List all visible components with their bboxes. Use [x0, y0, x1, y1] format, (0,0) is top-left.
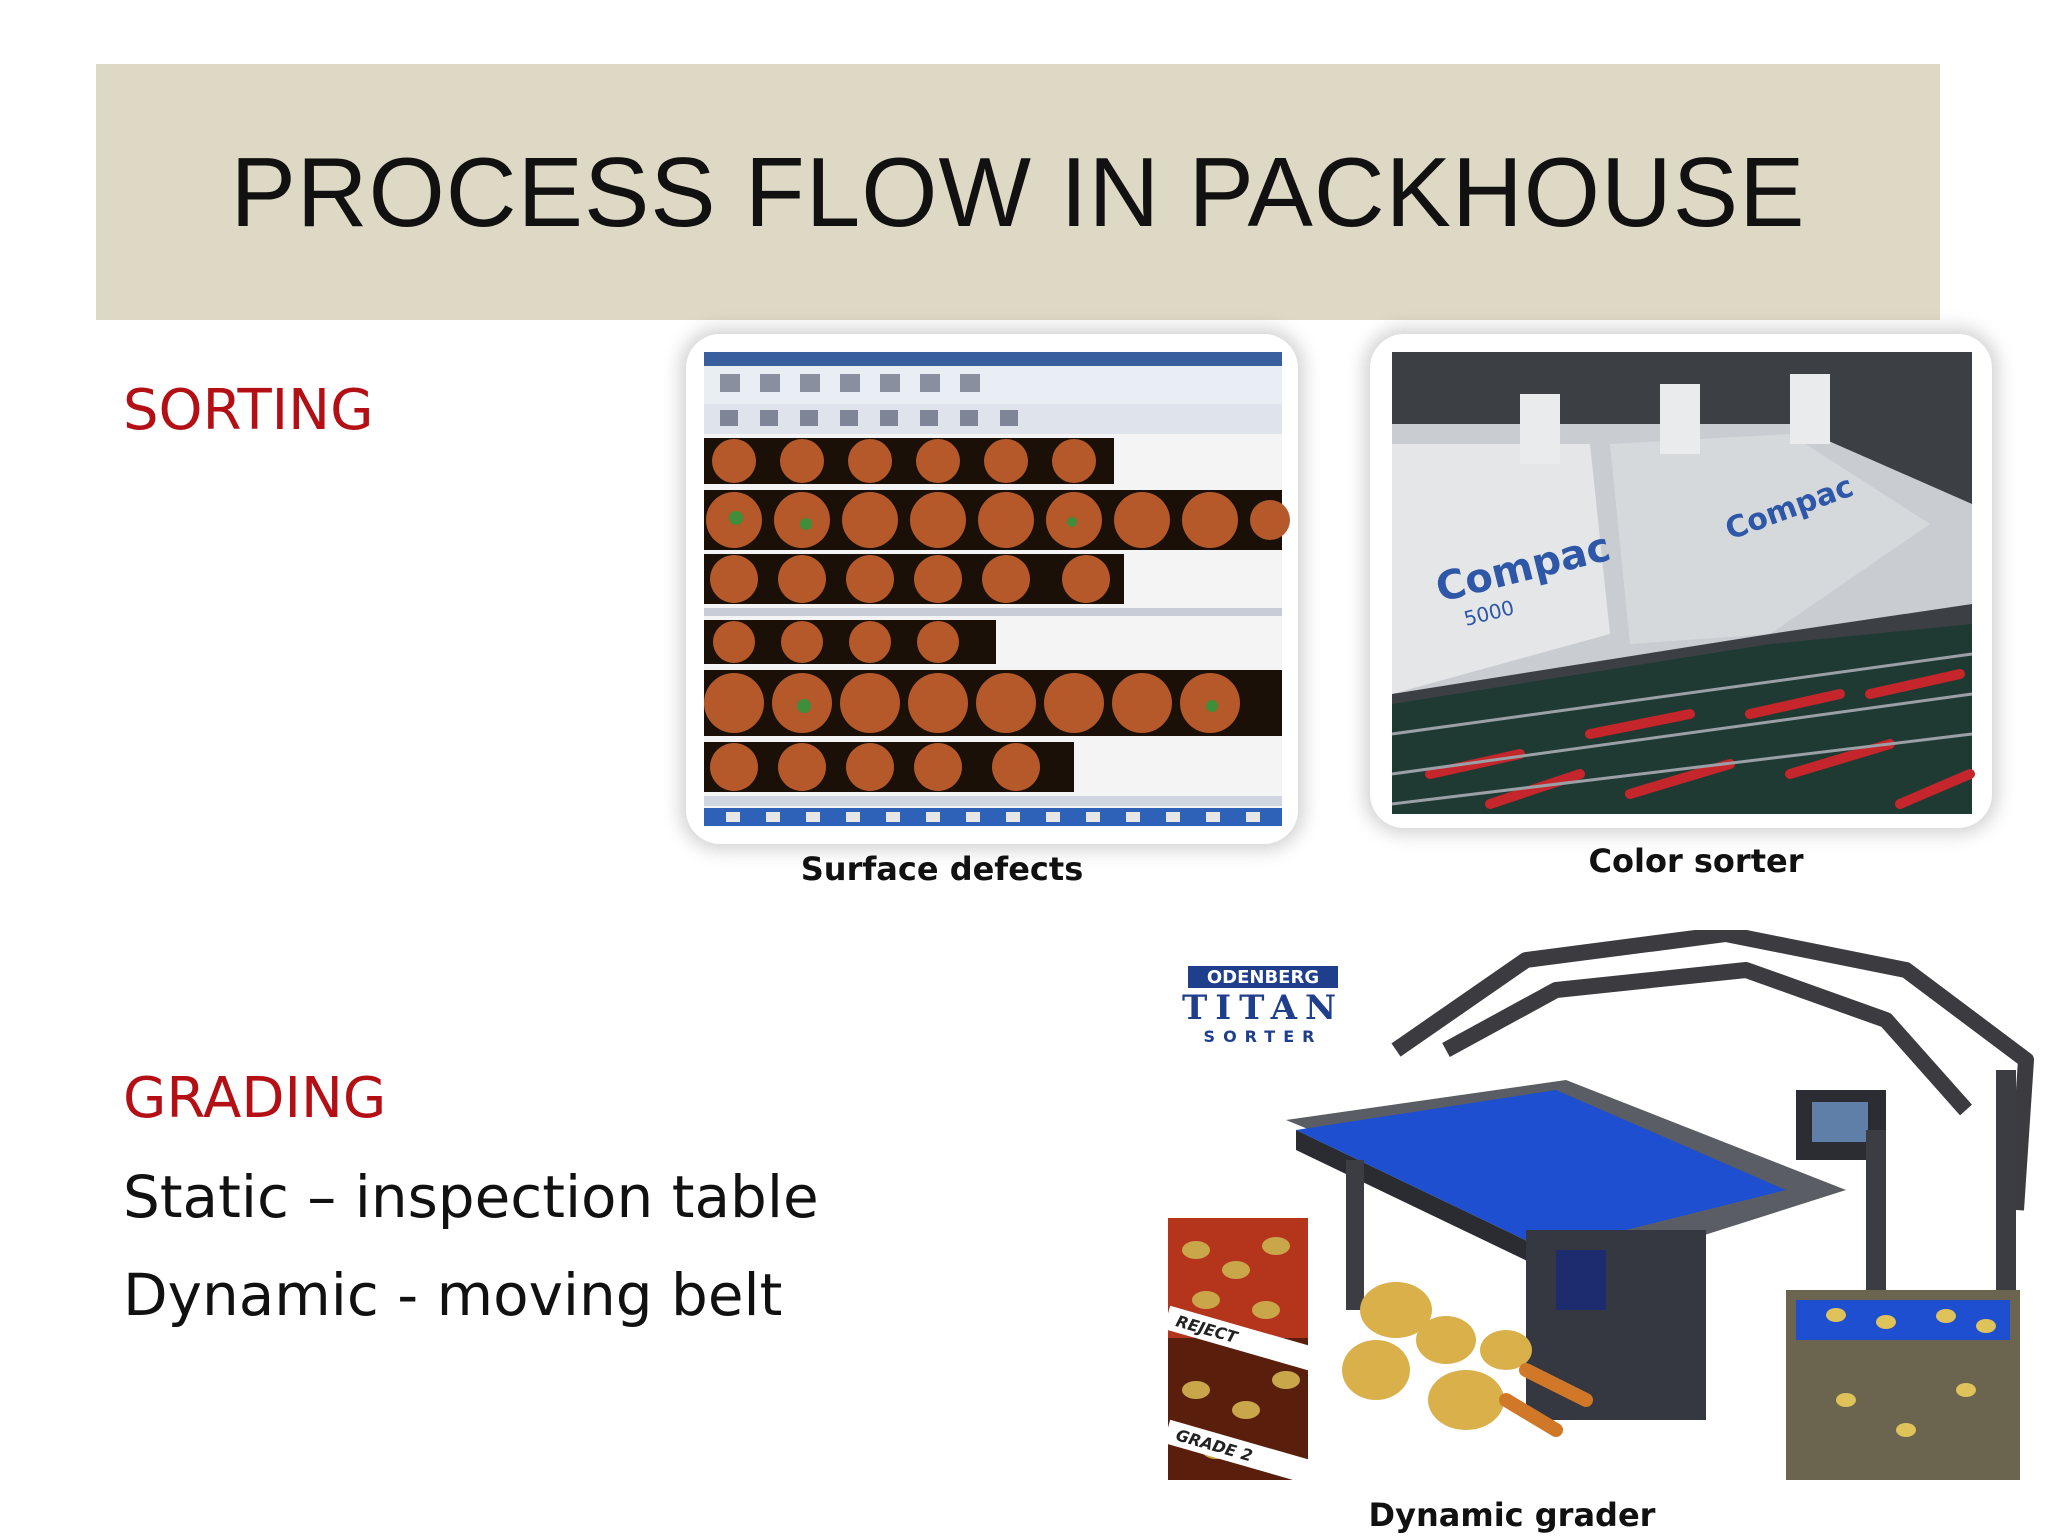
surface-defects-image [686, 334, 1298, 844]
color-sorter-image: Compac 5000 Compac [1370, 334, 1992, 828]
dynamic-grader-graphic: ODENBERG TITAN SORTER [1163, 926, 2034, 1485]
dynamic-grader-caption: Dynamic grader [1368, 1496, 1656, 1534]
dynamic-grader-image: ODENBERG TITAN SORTER [1146, 926, 2036, 1490]
title-band: PROCESS FLOW IN PACKHOUSE [96, 64, 1940, 320]
grading-point-dynamic: Dynamic - moving belt [123, 1261, 783, 1329]
grader-brand-line1: ODENBERG [1207, 967, 1319, 988]
grader-brand-line3: SORTER [1204, 1027, 1323, 1046]
color-sorter-graphic: Compac 5000 Compac [1391, 352, 1975, 814]
grading-point-static: Static – inspection table [123, 1163, 819, 1231]
surface-defects-caption: Surface defects [800, 850, 1084, 888]
grading-heading: GRADING [123, 1066, 387, 1131]
grader-brand-line2: TITAN [1182, 988, 1344, 1028]
sorting-heading: SORTING [123, 378, 374, 443]
slide-title: PROCESS FLOW IN PACKHOUSE [230, 136, 1806, 247]
color-sorter-caption: Color sorter [1588, 842, 1804, 880]
surface-defects-graphic [704, 352, 1290, 826]
